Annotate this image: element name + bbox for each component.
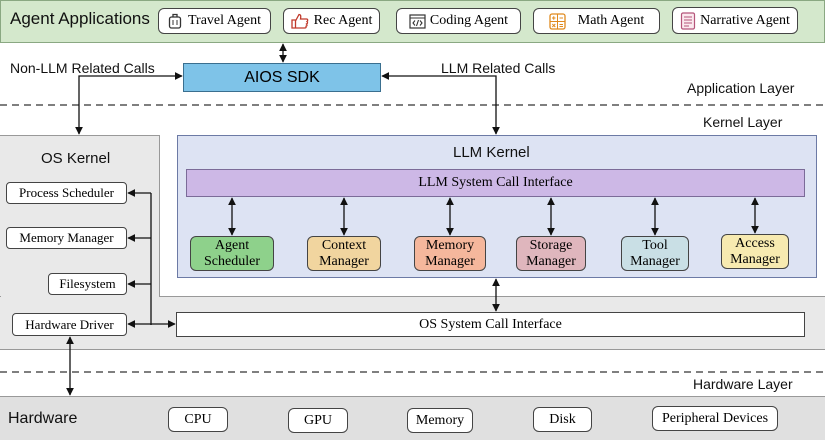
math-agent-box: Math Agent xyxy=(533,8,660,34)
storage-manager-line2: Manager xyxy=(526,253,576,269)
os-syscall-interface-label: OS System Call Interface xyxy=(419,316,562,332)
aios-sdk-label: AIOS SDK xyxy=(244,68,320,86)
context-manager-box: Context Manager xyxy=(307,236,381,271)
disk-box: Disk xyxy=(533,407,592,432)
rec-agent-box: Rec Agent xyxy=(283,8,380,34)
math-agent-label: Math Agent xyxy=(577,13,645,28)
memory-manager-label: Memory Manager xyxy=(19,230,114,245)
luggage-icon xyxy=(168,13,182,29)
os-kernel-title: OS Kernel xyxy=(41,150,111,167)
os-syscall-interface: OS System Call Interface xyxy=(176,312,805,337)
narrative-agent-label: Narrative Agent xyxy=(700,12,790,28)
filesystem-box: Filesystem xyxy=(48,273,127,295)
llm-calls-label: LLM Related Calls xyxy=(441,60,556,76)
sdk-os-kernel-arrow xyxy=(75,72,183,135)
gpu-label: GPU xyxy=(303,412,332,428)
peripheral-devices-box: Peripheral Devices xyxy=(652,406,778,431)
hardware-layer-label: Hardware Layer xyxy=(693,376,793,392)
memory-manager-module-line2: Manager xyxy=(425,253,475,269)
llm-syscall-interface: LLM System Call Interface xyxy=(186,169,805,197)
hardware-title: Hardware xyxy=(8,410,78,427)
memory-manager-box: Memory Manager xyxy=(6,227,127,249)
filesystem-label: Filesystem xyxy=(59,276,116,291)
aios-sdk-box: AIOS SDK xyxy=(183,63,381,92)
application-layer-label: Application Layer xyxy=(687,80,795,96)
memory-manager-module-box: Memory Manager xyxy=(414,236,486,271)
agent-scheduler-line1: Agent xyxy=(214,237,250,253)
storage-manager-line1: Storage xyxy=(529,237,573,253)
access-manager-line1: Access xyxy=(735,235,775,251)
storage-manager-box: Storage Manager xyxy=(516,236,586,271)
memory-device-box: Memory xyxy=(407,408,473,433)
thumbs-up-icon xyxy=(290,13,309,29)
context-manager-line2: Manager xyxy=(319,253,369,269)
code-window-icon xyxy=(409,13,426,29)
gpu-box: GPU xyxy=(288,408,348,433)
disk-label: Disk xyxy=(549,411,576,427)
kernel-layer-label: Kernel Layer xyxy=(703,114,783,130)
memory-manager-module-line1: Memory xyxy=(425,237,475,253)
tool-manager-line1: Tool xyxy=(642,237,668,253)
access-manager-line2: Manager xyxy=(730,251,780,267)
travel-agent-box: Travel Agent xyxy=(158,8,271,34)
agent-scheduler-box: Agent Scheduler xyxy=(190,236,274,271)
context-manager-line1: Context xyxy=(321,237,367,253)
process-scheduler-box: Process Scheduler xyxy=(6,182,127,204)
process-scheduler-label: Process Scheduler xyxy=(19,185,114,200)
non-llm-calls-label: Non-LLM Related Calls xyxy=(10,60,155,76)
tool-manager-line2: Manager xyxy=(630,253,680,269)
sdk-llm-kernel-arrow xyxy=(381,72,500,135)
rec-agent-label: Rec Agent xyxy=(313,13,373,28)
calculator-icon xyxy=(549,12,566,30)
coding-agent-label: Coding Agent xyxy=(429,13,509,28)
hardware-driver-label: Hardware Driver xyxy=(25,316,114,332)
hardware-driver-box: Hardware Driver xyxy=(12,313,127,336)
tool-manager-box: Tool Manager xyxy=(621,236,689,271)
llm-kernel-box xyxy=(177,135,817,278)
llm-kernel-title: LLM Kernel xyxy=(453,144,530,161)
cpu-box: CPU xyxy=(168,407,228,432)
memory-device-label: Memory xyxy=(415,412,465,428)
document-icon xyxy=(680,11,696,30)
cpu-label: CPU xyxy=(184,411,212,427)
agent-scheduler-line2: Scheduler xyxy=(204,253,260,269)
llm-syscall-interface-label: LLM System Call Interface xyxy=(418,175,573,190)
agent-applications-title: Agent Applications xyxy=(10,9,150,28)
kernel-region-cover xyxy=(1,136,159,298)
access-manager-box: Access Manager xyxy=(721,234,789,269)
coding-agent-box: Coding Agent xyxy=(396,8,521,34)
peripheral-devices-label: Peripheral Devices xyxy=(661,410,769,426)
narrative-agent-box: Narrative Agent xyxy=(672,7,798,34)
travel-agent-label: Travel Agent xyxy=(188,13,261,28)
